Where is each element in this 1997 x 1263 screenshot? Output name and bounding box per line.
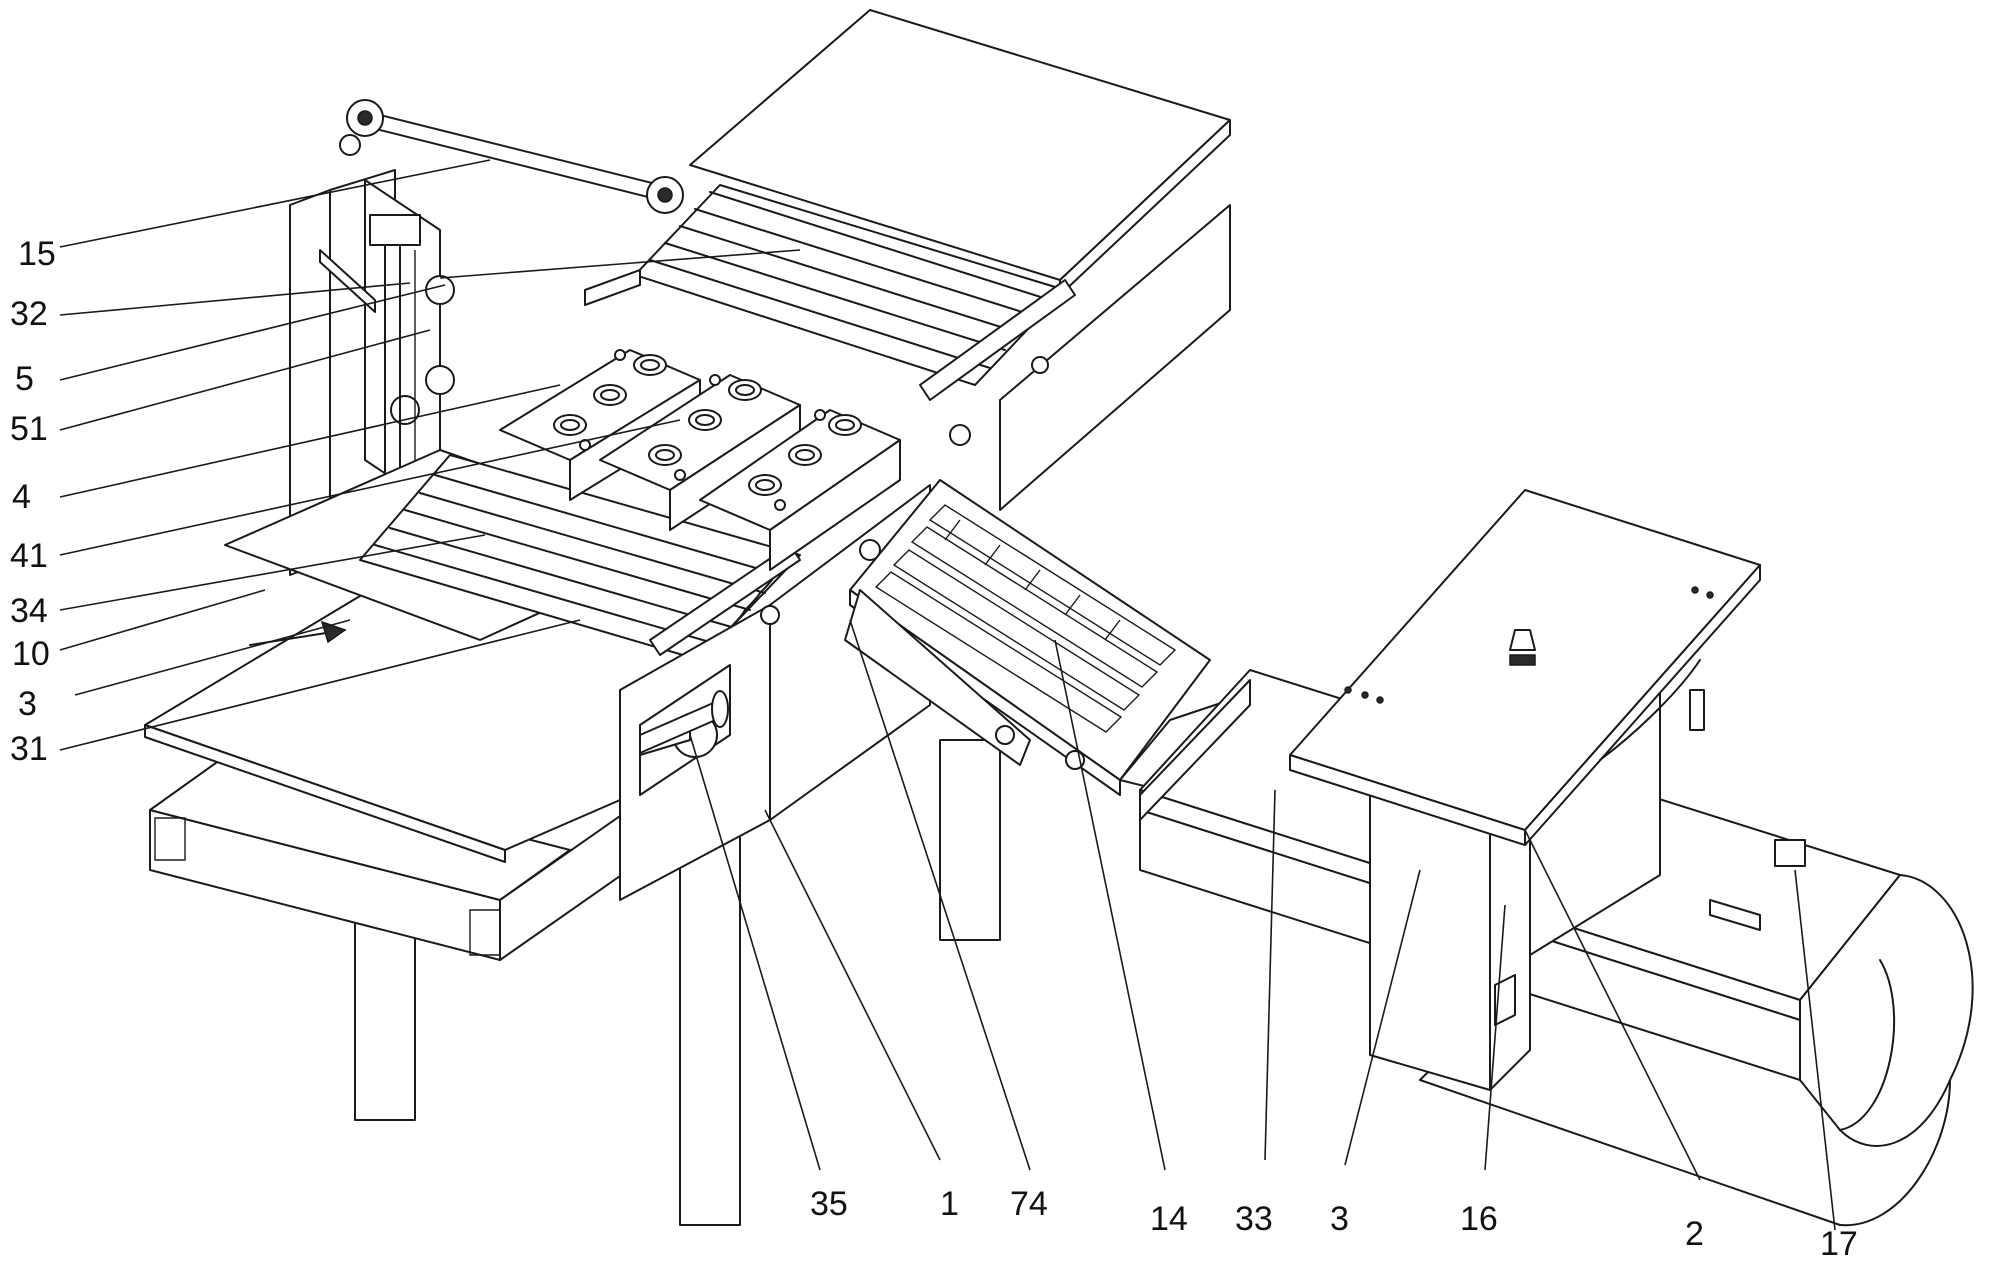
label-33: 33 <box>1235 1200 1273 1238</box>
grid-chute <box>844 479 1231 796</box>
chute-slots <box>874 504 1177 733</box>
hole-blocks <box>499 349 901 571</box>
label-10: 10 <box>12 635 50 673</box>
label-16: 16 <box>1460 1200 1498 1238</box>
right-conveyor <box>1139 489 1974 1227</box>
label-2: 2 <box>1685 1215 1704 1253</box>
left-rollers <box>359 454 801 661</box>
back-rollers <box>584 9 1231 511</box>
left-frame <box>144 559 1001 1226</box>
holes <box>553 349 862 511</box>
label-5: 5 <box>15 360 34 398</box>
label-1: 1 <box>940 1185 959 1223</box>
leader-lines <box>59 159 1836 1231</box>
label-32: 32 <box>10 295 48 333</box>
label-15: 15 <box>18 235 56 273</box>
label-4: 4 <box>12 478 31 516</box>
label-51: 51 <box>10 410 48 448</box>
label-3-left: 3 <box>18 685 37 723</box>
label-35: 35 <box>810 1185 848 1223</box>
label-34: 34 <box>10 592 48 630</box>
callout-labels: 15 32 5 51 4 41 34 10 3 31 35 1 74 14 33… <box>10 235 1858 1263</box>
cylinder <box>639 690 729 754</box>
label-74: 74 <box>1010 1185 1048 1223</box>
label-31: 31 <box>10 730 48 768</box>
label-41: 41 <box>10 537 48 575</box>
label-3-bottom: 3 <box>1330 1200 1349 1238</box>
label-17: 17 <box>1820 1225 1858 1263</box>
label-14: 14 <box>1150 1200 1188 1238</box>
